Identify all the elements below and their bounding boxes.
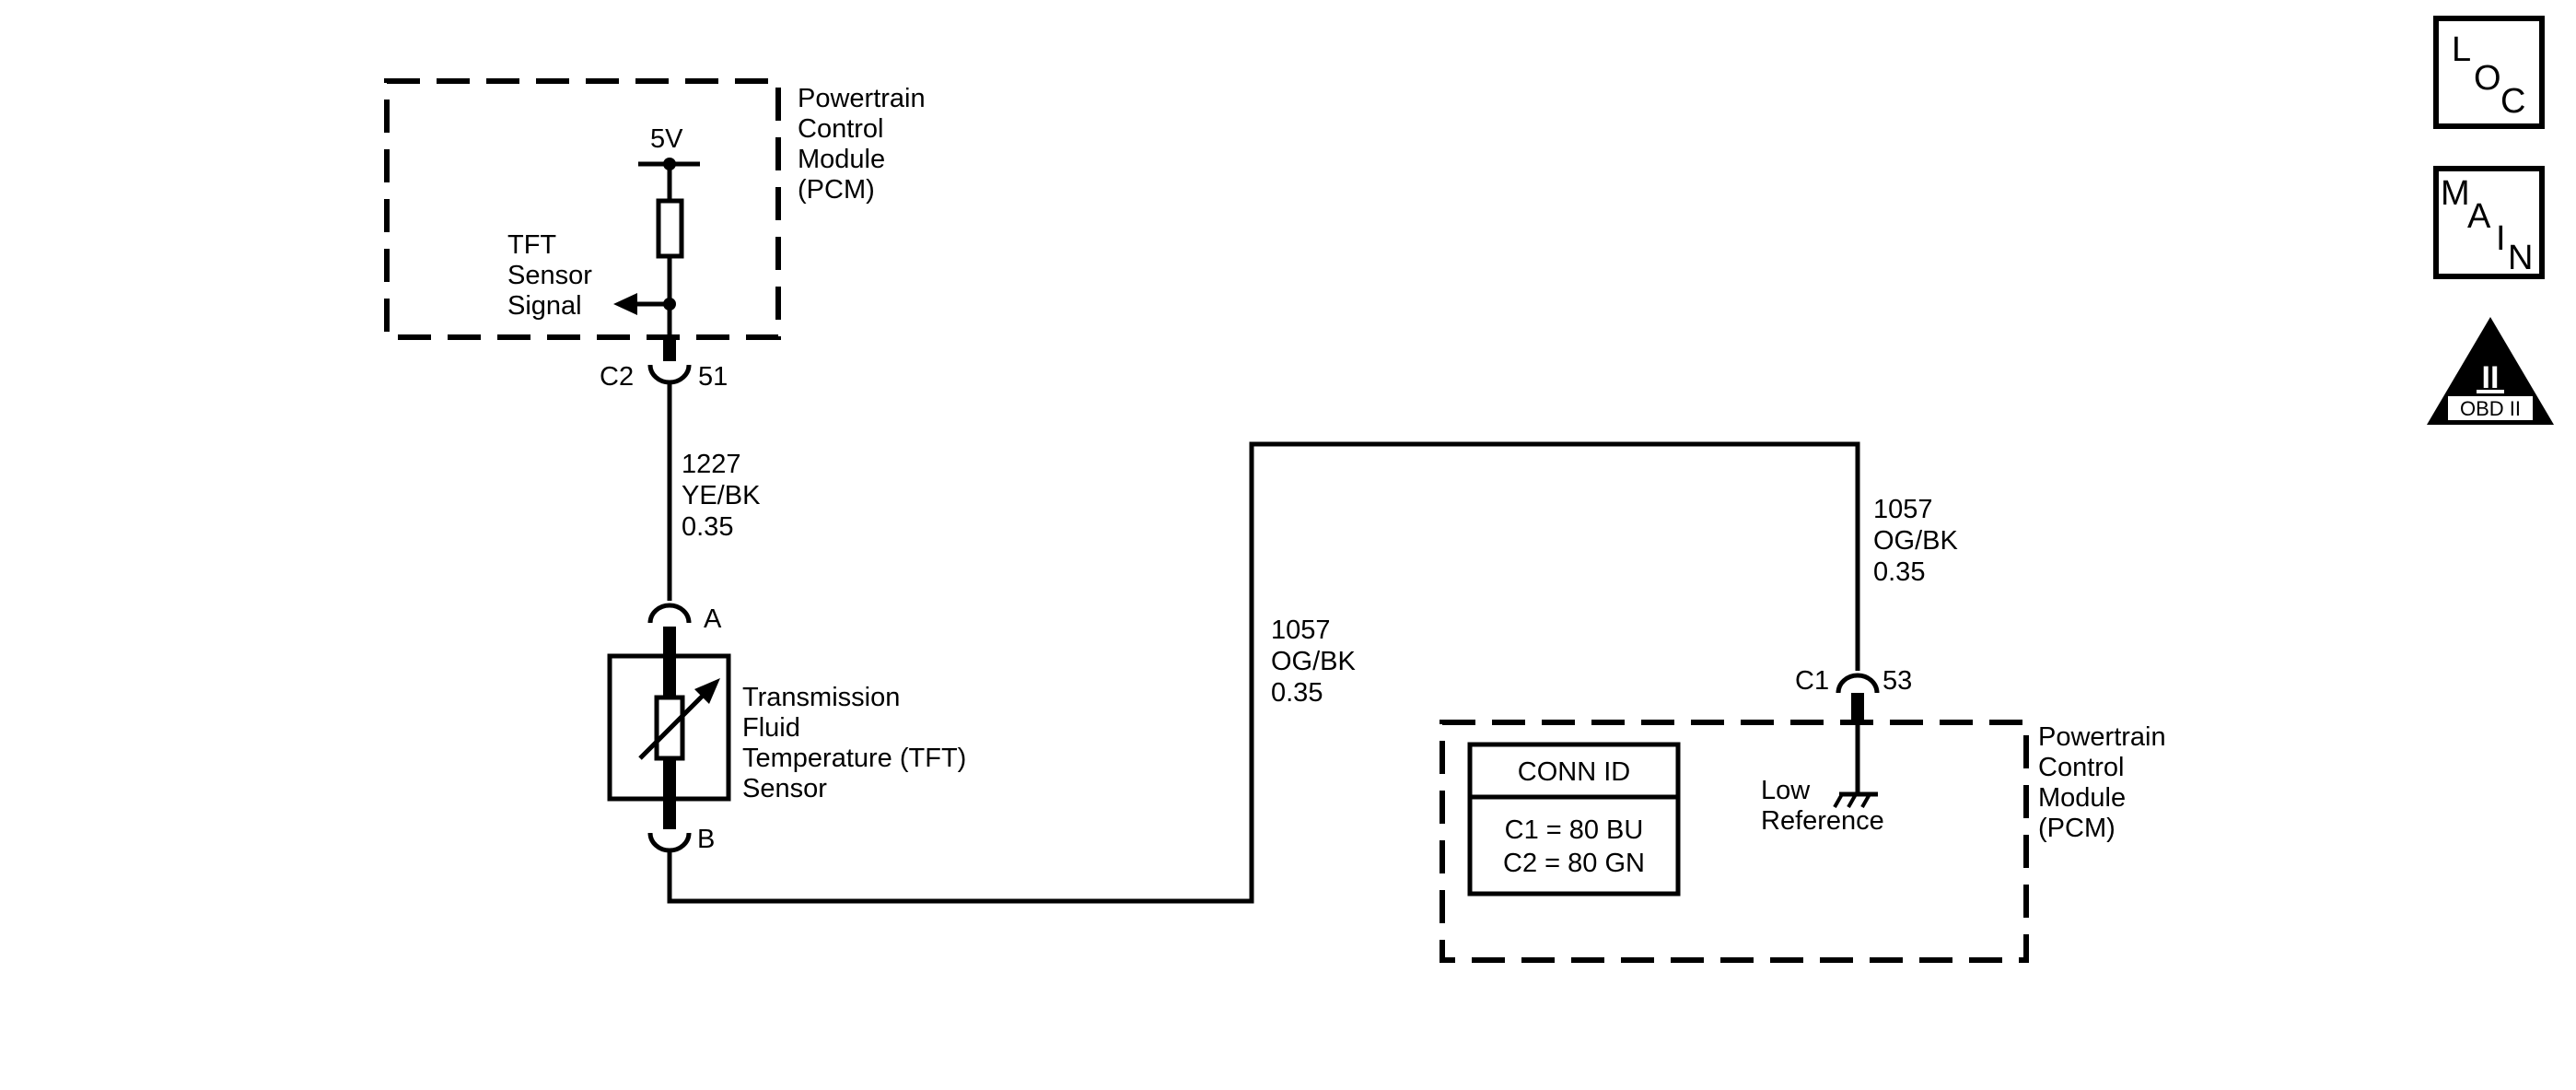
pull-up-resistor xyxy=(656,198,684,259)
connector-c2: C2 51 xyxy=(600,337,728,392)
low-reference-label: Low Reference xyxy=(1761,776,1884,836)
loc-letter: O xyxy=(2474,59,2501,98)
main-letter: A xyxy=(2467,197,2491,236)
connector-a-symbol-icon xyxy=(647,603,692,624)
loc-letter: L xyxy=(2452,30,2471,69)
connector-c1-pin-label: 53 xyxy=(1882,666,1912,696)
sensor-name: Transmission Fluid Temperature (TFT) Sen… xyxy=(742,683,973,803)
sensor-pin-a-label: A xyxy=(704,604,722,634)
conn-id-table: CONN ID C1 = 80 BU C2 = 80 GN xyxy=(1467,742,1681,897)
connector-c2-symbol-icon xyxy=(647,364,692,385)
ground-icon xyxy=(1833,791,1878,808)
voltage-label: 5V xyxy=(650,124,683,154)
loc-button[interactable]: L O C xyxy=(2433,16,2545,129)
variable-arrow-shaft xyxy=(638,687,711,760)
conn-id-row: C2 = 80 GN xyxy=(1503,849,1645,878)
wire-1227-label: 1227 YE/BK 0.35 xyxy=(682,450,768,542)
main-letter: I xyxy=(2496,219,2506,258)
pcm-bottom-name: Powertrain Control Module (PCM) xyxy=(2038,722,2174,843)
main-letter: N xyxy=(2508,239,2533,277)
connector-c2-label: C2 xyxy=(600,362,634,392)
obd-numeral: II xyxy=(2482,360,2500,395)
tft-sensor: A B Transmission Fluid Temperature (TFT)… xyxy=(607,603,973,854)
obd-label: OBD II xyxy=(2460,397,2521,420)
conn-id-box xyxy=(1467,742,1681,897)
obd-ii-button[interactable]: II OBD II xyxy=(2427,317,2554,425)
conn-id-row: C1 = 80 BU xyxy=(1505,815,1644,845)
pcm-top-module: Powertrain Control Module (PCM) 5V TFT S… xyxy=(384,78,933,340)
sensor-pin-b-label: B xyxy=(697,825,715,854)
pcm-bottom-module: Low Reference CONN ID C1 = 80 BU C2 = 80… xyxy=(1440,720,2029,963)
variable-arrow-icon xyxy=(694,678,720,704)
connector-b-symbol-icon xyxy=(647,832,692,853)
main-button[interactable]: M A I N xyxy=(2433,166,2545,279)
connector-c1-label: C1 xyxy=(1795,666,1829,696)
tft-signal-label: TFT Sensor Signal xyxy=(507,230,600,321)
obd-label-box xyxy=(2448,396,2533,420)
conn-id-title: CONN ID xyxy=(1518,757,1630,787)
connector-c1: C1 53 xyxy=(1795,666,1912,722)
connector-c2-pin-label: 51 xyxy=(698,362,728,392)
wire-1057-right-label: 1057 OG/BK 0.35 xyxy=(1873,495,1965,587)
signal-arrow-icon xyxy=(613,293,637,315)
pcm-bottom-boundary xyxy=(1440,720,2029,963)
main-letter: M xyxy=(2441,174,2470,213)
loc-letter: C xyxy=(2500,82,2525,121)
pcm-top-name: Powertrain Control Module (PCM) xyxy=(798,84,933,205)
connector-c1-symbol-icon xyxy=(1836,673,1880,694)
thermistor-icon xyxy=(654,695,685,761)
wire-1057-left-label: 1057 OG/BK 0.35 xyxy=(1271,615,1363,708)
pcm-top-boundary xyxy=(384,78,781,340)
wire-1057 xyxy=(667,441,1860,904)
